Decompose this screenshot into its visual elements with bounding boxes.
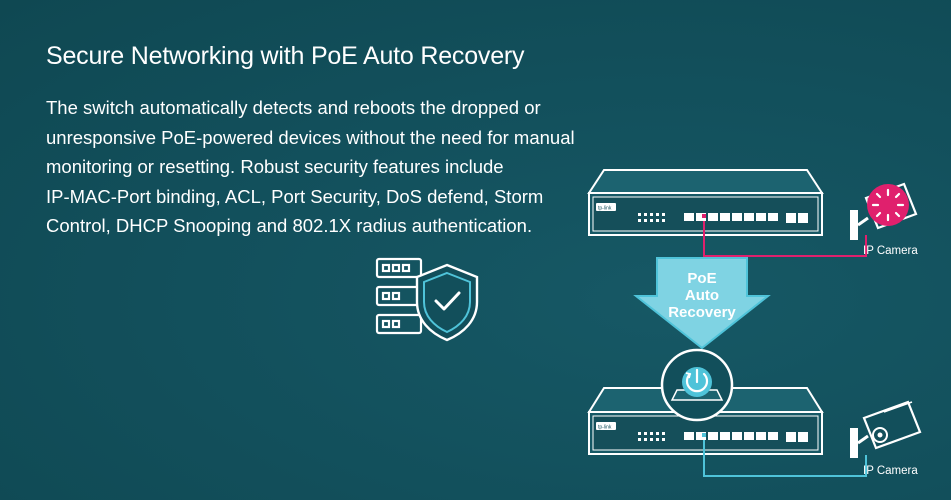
ip-camera-icon — [850, 400, 922, 458]
description-line: The switch automatically detects and reb… — [46, 97, 541, 118]
server-stack-icon — [375, 257, 423, 335]
shield-check-icon — [415, 263, 479, 342]
camera-label: IP Camera — [863, 465, 918, 477]
arrow-label-line: PoE — [687, 270, 716, 287]
camera-label: IP Camera — [863, 245, 918, 257]
description-line: Control, DHCP Snooping and 802.1X radius… — [46, 215, 533, 236]
brand-label: tp-link — [598, 206, 612, 212]
down-arrow: PoE Auto Recovery — [633, 257, 771, 350]
brand-label: tp-link — [598, 425, 612, 431]
arrow-label-line: Auto — [685, 287, 719, 304]
arrow-label-line: Recovery — [668, 304, 736, 321]
description-line: unresponsive PoE-powered devices without… — [46, 126, 575, 148]
ip-camera-icon — [850, 182, 918, 240]
description: The switch automatically detects and reb… — [46, 93, 646, 241]
power-recovery-icon — [660, 348, 734, 422]
network-switch-icon: tp-link — [587, 169, 824, 236]
page-title: Secure Networking with PoE Auto Recovery — [46, 42, 525, 70]
description-line: IP-MAC-Port binding, ACL, Port Security,… — [46, 185, 544, 207]
description-line: monitoring or resetting. Robust security… — [46, 156, 504, 177]
